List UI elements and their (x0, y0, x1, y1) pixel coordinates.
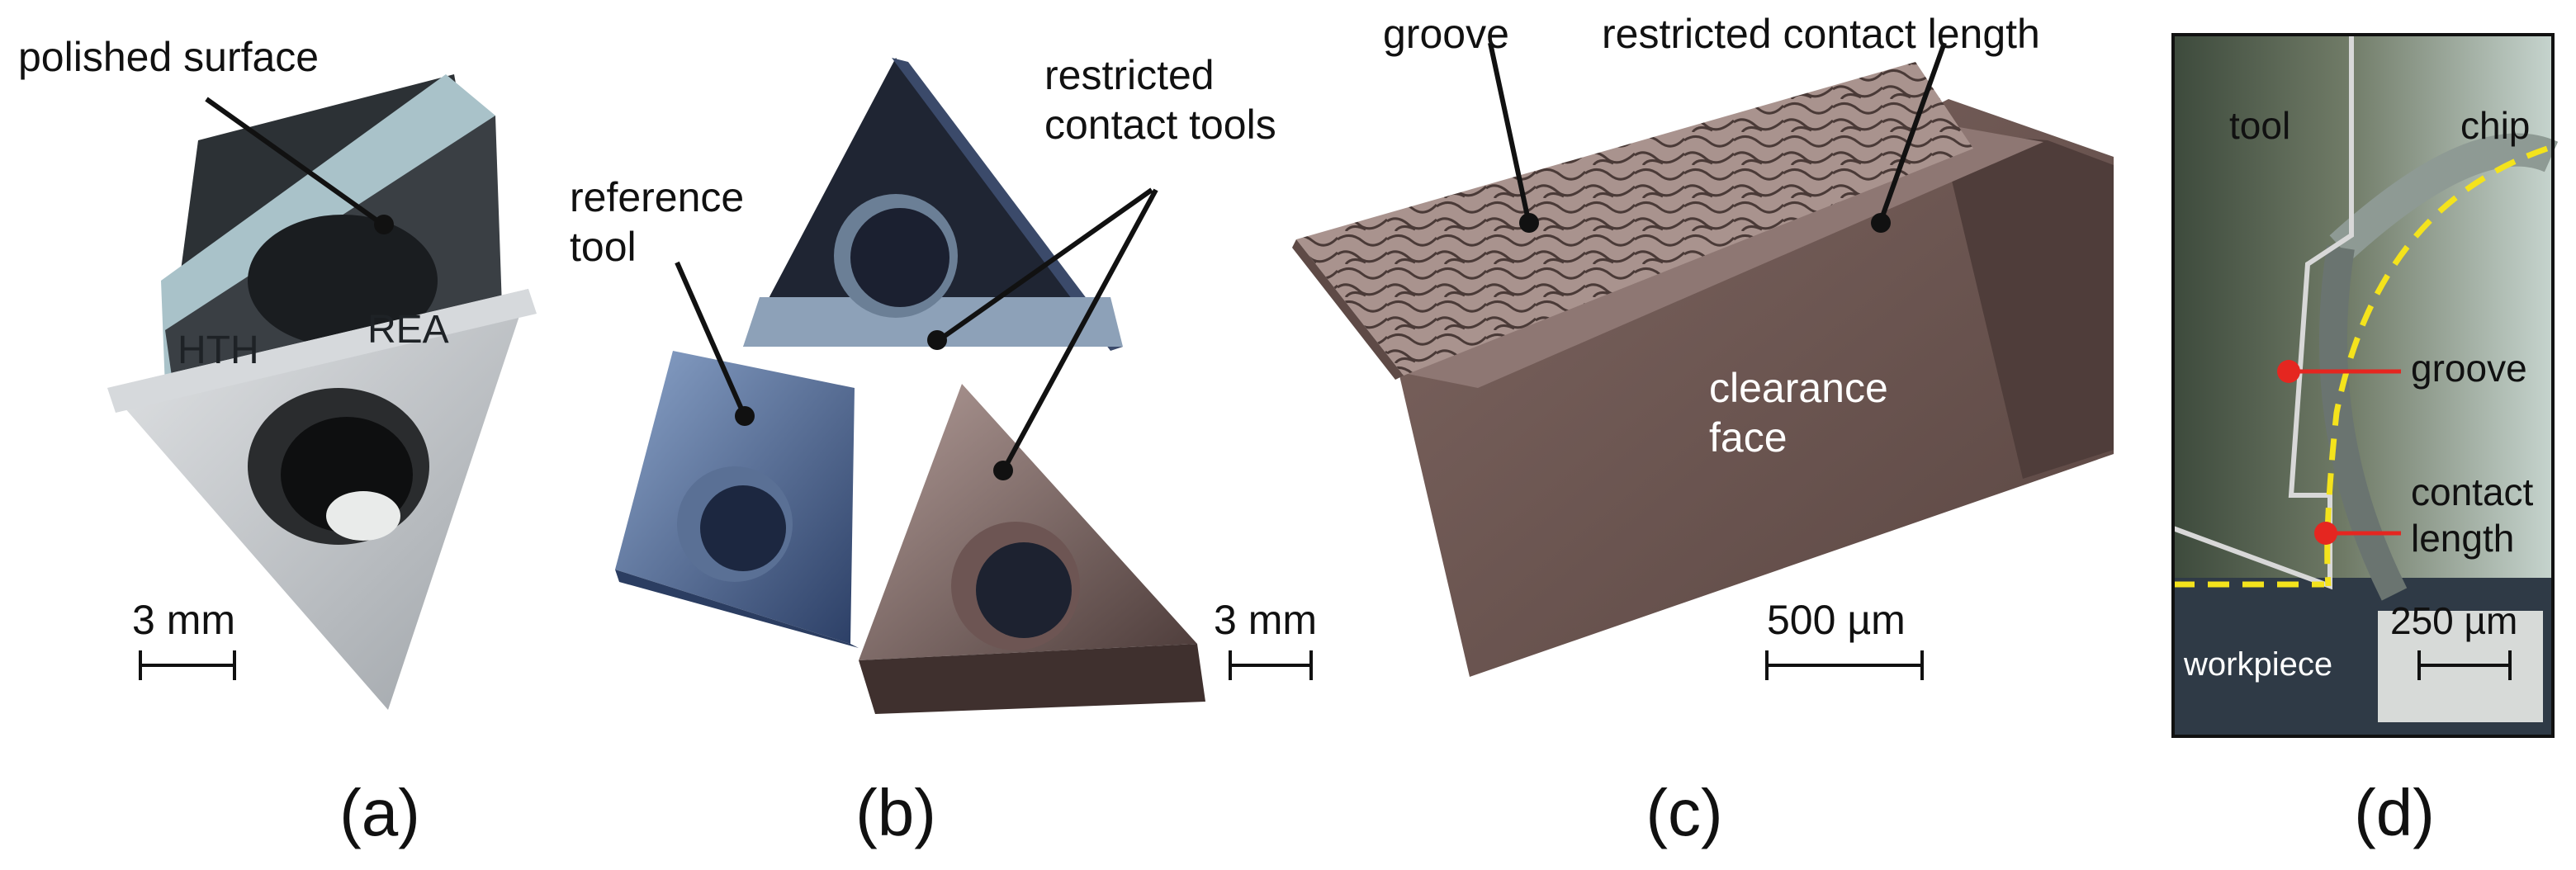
leader-line (675, 261, 746, 414)
label-workpiece: workpiece (2183, 646, 2332, 683)
label-reference-1: reference (570, 174, 744, 220)
pointer-dot (1871, 213, 1891, 233)
scale-bar-a: 3 mm (132, 597, 236, 680)
svg-text:REA: REA (367, 308, 449, 352)
caption-b: (b) (855, 776, 936, 849)
pointer-dot (735, 406, 755, 426)
panel-c: groove restricted contact length clearan… (1292, 11, 2114, 849)
label-groove: groove (2411, 347, 2527, 390)
label-clearance-1: clearance (1709, 365, 1888, 411)
scale-label: 3 mm (1214, 597, 1317, 643)
label-restricted-2: contact tools (1044, 102, 1276, 148)
pointer-dot (1519, 213, 1539, 233)
scale-bar-b: 3 mm (1214, 597, 1317, 680)
label-contact-2: length (2411, 517, 2514, 560)
label-polished-surface: polished surface (18, 34, 319, 80)
panel-a: HTH REA polished surface 3 mm (a) (18, 34, 537, 849)
groove-marker-dot (2277, 360, 2300, 383)
leader-line (1880, 41, 1947, 218)
label-restricted-1: restricted (1044, 52, 1215, 98)
insert-photo-a: HTH REA (107, 74, 537, 710)
label-contact-1: contact (2411, 470, 2534, 513)
label-reference-2: tool (570, 224, 637, 270)
leader-line (205, 97, 380, 224)
pointer-dot (993, 461, 1013, 480)
scale-bar-c: 500 µm (1765, 597, 1924, 680)
label-groove: groove (1383, 11, 1509, 57)
leader-line (940, 187, 1153, 341)
caption-a: (a) (339, 776, 420, 849)
caption-c: (c) (1646, 776, 1722, 849)
insert-photo-b (615, 58, 1205, 714)
pointer-dot (374, 215, 394, 234)
leader-line (1488, 42, 1530, 217)
label-clearance-2: face (1709, 414, 1788, 461)
scale-bar-d: 250 µm (2390, 599, 2517, 680)
scale-label: 500 µm (1767, 597, 1906, 643)
scale-label: 250 µm (2390, 599, 2517, 642)
micrograph-d (2171, 33, 2559, 738)
panel-d: tool chip groove contact length workpiec… (2171, 33, 2559, 849)
groove-photo-c (1292, 62, 2114, 677)
leader-line (1003, 188, 1158, 468)
label-chip: chip (2460, 104, 2530, 147)
pointer-dot (927, 330, 947, 350)
label-tool: tool (2229, 104, 2290, 147)
contact-marker-dot (2314, 522, 2337, 545)
svg-text:HTH: HTH (178, 329, 259, 372)
panel-b: restricted contact tools reference tool … (570, 52, 1317, 849)
caption-d: (d) (2354, 776, 2435, 849)
label-restricted-contact-length: restricted contact length (1602, 11, 2040, 57)
scale-label: 3 mm (132, 597, 235, 643)
